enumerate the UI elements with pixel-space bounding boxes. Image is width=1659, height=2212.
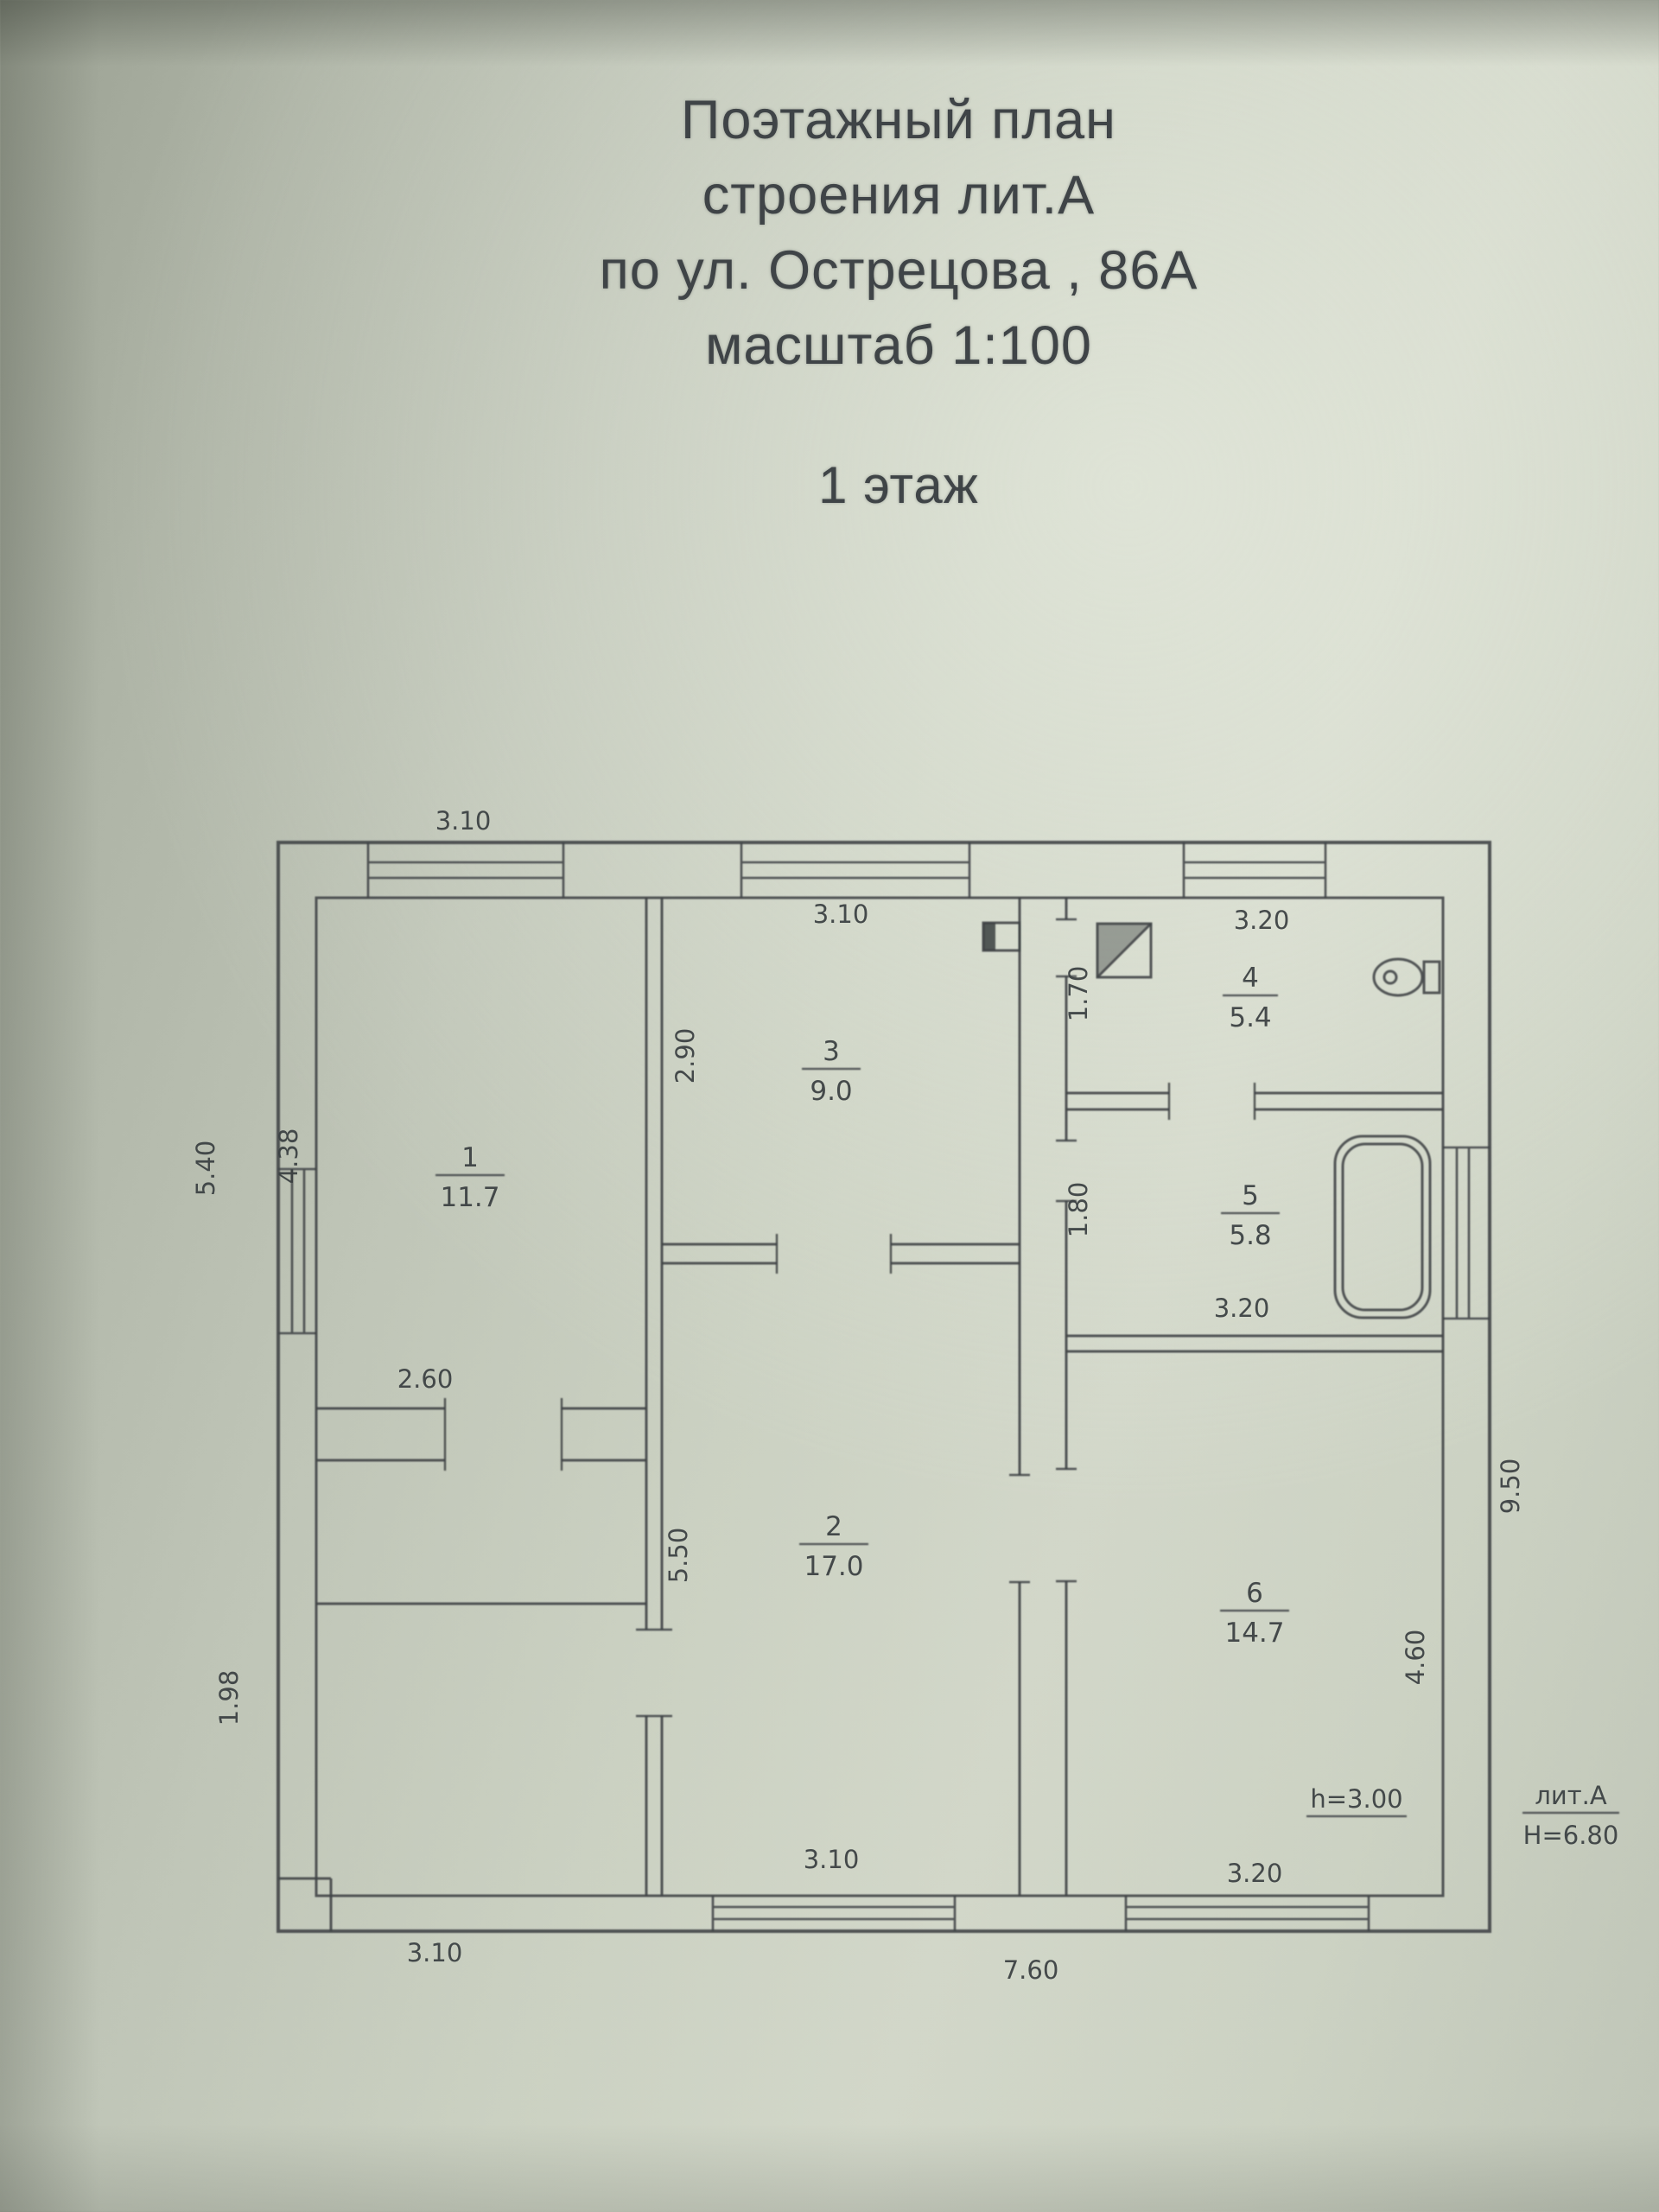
- room-labels: 1 11.7 2 17.0 3 9.0 4 5.4 5 5.8 6 14.7: [440, 963, 1284, 1649]
- title-line-3: по ул. Острецова , 86А: [599, 240, 1198, 301]
- door-room3-room2: [775, 1234, 893, 1274]
- room5-number: 5: [1242, 1180, 1259, 1211]
- dim-top-width: 3.10: [435, 806, 492, 836]
- dim-room6-height: 4.60: [1401, 1630, 1430, 1686]
- title-line-1: Поэтажный план: [681, 90, 1116, 150]
- window-room2-bottom: [711, 1896, 957, 1931]
- window-symbols: [278, 842, 1490, 1931]
- dim-left-height: 5.40: [191, 1141, 220, 1197]
- room3-area: 9.0: [810, 1076, 852, 1107]
- door-openings: [443, 918, 1256, 1718]
- room3-number: 3: [823, 1036, 840, 1067]
- dim-room3-height: 2.90: [671, 1028, 700, 1084]
- room4-area: 5.4: [1229, 1002, 1271, 1033]
- door-room2: [1009, 1473, 1030, 1584]
- dim-room1-width: 2.60: [397, 1364, 454, 1394]
- wall-left-column: [645, 898, 664, 1896]
- toilet-symbol: [1372, 957, 1441, 997]
- door-room4-room5: [1167, 1083, 1256, 1120]
- dimension-labels: 3.10 3.10 3.20 3.20 2.60 3.10 3.20 3.10 …: [191, 806, 1525, 1985]
- wall-corridor: [1018, 898, 1068, 1896]
- wall-room5-room6: [1066, 1334, 1443, 1353]
- door-leaf-symbol: [982, 921, 1021, 952]
- wall-room3-room2: [662, 1243, 1020, 1265]
- title-line-2: строения лит.А: [702, 165, 1096, 226]
- dim-room5-height: 1.80: [1064, 1182, 1093, 1238]
- note-liter: лит.А: [1535, 1781, 1606, 1810]
- fixtures: [982, 921, 1441, 1319]
- note-ceiling-height: h=3.00: [1310, 1784, 1402, 1814]
- window-room6-bottom: [1124, 1896, 1370, 1931]
- wall-room1-bottom: [316, 1407, 646, 1605]
- dim-room2-width: 3.10: [804, 1845, 860, 1874]
- dim-total-width: 7.60: [1003, 1955, 1059, 1985]
- dim-room1-height: 4.38: [274, 1128, 303, 1185]
- outer-wall: [276, 841, 1491, 1933]
- window-room1-left: [278, 1167, 316, 1335]
- dim-room4-width: 3.20: [1234, 906, 1290, 935]
- window-room5-right: [1443, 1146, 1490, 1320]
- door-room6: [1056, 1467, 1077, 1583]
- window-room4-top: [1182, 842, 1327, 898]
- label-lines: [435, 994, 1619, 1818]
- outer-wall-inner-face: [315, 896, 1445, 1897]
- bathtub-symbol: [1333, 1135, 1432, 1319]
- room1-area: 11.7: [440, 1182, 499, 1213]
- wall-room4-room5: [1066, 1091, 1443, 1111]
- window-room1-top: [366, 842, 565, 898]
- door-room4: [1056, 918, 1077, 978]
- room2-number: 2: [825, 1511, 842, 1542]
- title-block: Поэтажный план строения лит.А по ул. Ост…: [69, 83, 1659, 520]
- dim-room6-width: 3.20: [1227, 1859, 1283, 1888]
- door-room1: [443, 1398, 563, 1471]
- floor-label: 1 этаж: [818, 456, 979, 514]
- porch-step: [278, 1877, 333, 1931]
- dim-room2-height: 5.50: [664, 1528, 693, 1584]
- dim-room5-width: 3.20: [1214, 1294, 1270, 1323]
- flue-symbol: [1096, 922, 1153, 979]
- room2-area: 17.0: [804, 1551, 863, 1582]
- room5-area: 5.8: [1229, 1220, 1271, 1251]
- dim-room4-height: 1.70: [1064, 966, 1093, 1022]
- room1-number: 1: [461, 1142, 479, 1173]
- door-room5: [1056, 1139, 1077, 1203]
- note-building-height: Н=6.80: [1523, 1821, 1619, 1850]
- dim-bottom-left-width: 3.10: [407, 1938, 463, 1967]
- door-backroom-room2: [636, 1628, 672, 1718]
- room6-number: 6: [1246, 1578, 1263, 1609]
- title-line-4: масштаб 1:100: [705, 315, 1092, 376]
- dim-room3-width: 3.10: [813, 899, 869, 929]
- room4-number: 4: [1242, 963, 1259, 994]
- notes: h=3.00 лит.А Н=6.80: [1310, 1781, 1618, 1850]
- dim-porch-height: 1.98: [214, 1670, 244, 1726]
- dim-right-height: 9.50: [1496, 1459, 1525, 1515]
- window-room3-top: [740, 842, 971, 898]
- room6-area: 14.7: [1224, 1618, 1284, 1649]
